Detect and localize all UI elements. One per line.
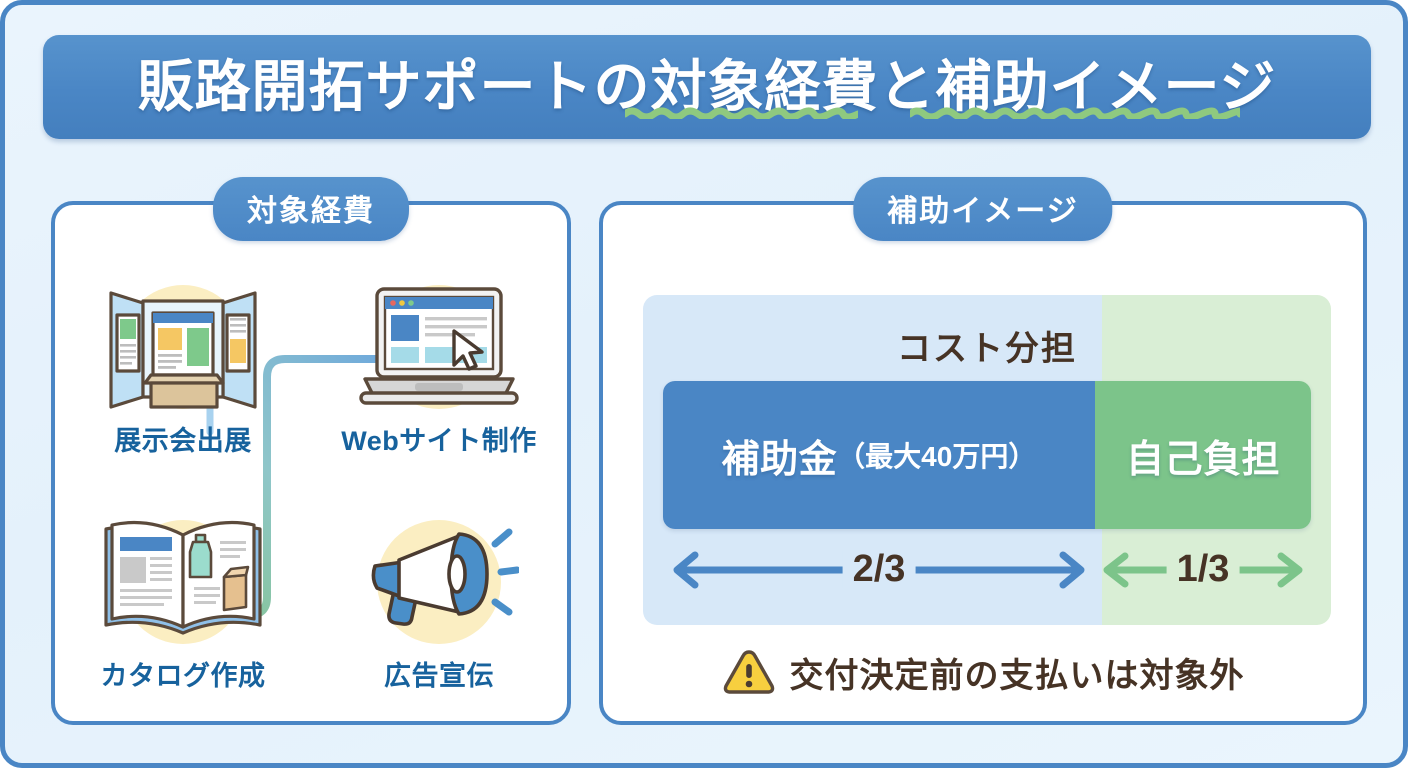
subsidy-ratio-value: 2/3 — [842, 550, 916, 589]
megaphone-icon — [354, 506, 524, 648]
self-burden-label: 自己負担 — [1125, 438, 1280, 481]
warning-triangle-icon — [723, 650, 774, 694]
note-row: 交付決定前の支払いは対象外 — [603, 647, 1363, 697]
expense-items-grid: 展示会出展 — [55, 247, 567, 717]
panel-badge-eligible-expenses: 対象経費 — [213, 177, 409, 241]
cost-split-title: コスト分担 — [897, 330, 1077, 368]
expense-label-website: Webサイト制作 — [341, 426, 537, 456]
exhibition-booth-icon — [98, 271, 268, 413]
cost-bar-self-segment: 自己負担 — [1094, 381, 1311, 529]
laptop-website-icon — [354, 271, 524, 413]
expense-item-catalog[interactable]: カタログ作成 — [55, 482, 311, 717]
subsidy-image-panel: 補助イメージ コスト分担 補助金（最大40万円） 自己負担 — [599, 177, 1367, 725]
subsidy-amount-label: （最大40万円） — [837, 441, 1037, 472]
title-banner: 販路開拓サポートの対象経費と補助イメージ — [43, 35, 1371, 139]
panel-badge-subsidy-image: 補助イメージ — [853, 177, 1113, 241]
eligible-expenses-panel: 対象経費 — [51, 177, 571, 725]
subsidy-ratio-arrow: 2/3 — [663, 543, 1095, 597]
note-text: 交付決定前の支払いは対象外 — [789, 656, 1245, 695]
self-burden-ratio-value: 1/3 — [1166, 550, 1240, 589]
self-burden-ratio-arrow: 1/3 — [1095, 543, 1311, 597]
page-title: 販路開拓サポートの対象経費と補助イメージ — [137, 55, 1277, 118]
subsidy-label: 補助金 — [721, 438, 838, 481]
cost-share-bar: 補助金（最大40万円） 自己負担 — [663, 381, 1311, 529]
expense-label-exhibition: 展示会出展 — [114, 426, 252, 456]
expense-item-website[interactable]: Webサイト制作 — [311, 247, 567, 482]
open-catalog-icon — [98, 506, 268, 648]
title-wrap: 販路開拓サポートの対象経費と補助イメージ — [137, 55, 1277, 119]
expense-label-catalog: カタログ作成 — [100, 661, 266, 691]
cost-split-container: コスト分担 補助金（最大40万円） 自己負担 — [643, 295, 1331, 625]
expense-item-exhibition[interactable]: 展示会出展 — [55, 247, 311, 482]
cost-bar-subsidy-segment: 補助金（最大40万円） — [663, 381, 1095, 529]
expense-label-advertising: 広告宣伝 — [384, 661, 494, 691]
expense-item-advertising[interactable]: 広告宣伝 — [311, 482, 567, 717]
share-ratio-arrows: 2/3 1/3 — [663, 543, 1311, 597]
